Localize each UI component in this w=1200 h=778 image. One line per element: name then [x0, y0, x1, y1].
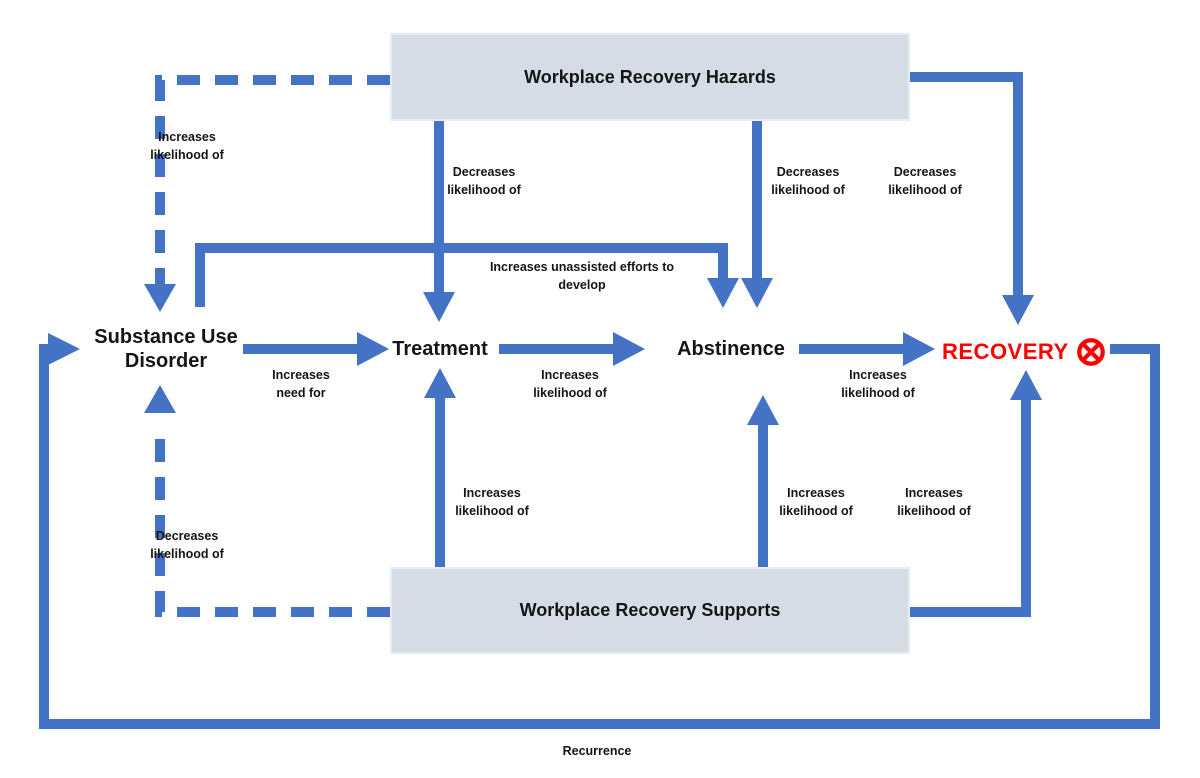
- label-recurrence: Recurrence: [562, 744, 632, 758]
- label-hazards-to-abstinence: Decreases likelihood of: [771, 165, 845, 197]
- node-recovery: RECOVERY: [942, 336, 1122, 368]
- node-treatment: Treatment: [392, 338, 488, 360]
- label-sud-to-treatment: Increases need for: [272, 368, 330, 400]
- label-sud-to-abstinence: Increases unassisted efforts to develop: [489, 260, 675, 292]
- label-abstinence-to-recovery: Increases likelihood of: [841, 368, 915, 400]
- label-supports-to-abstinence: Increases likelihood of: [779, 486, 853, 518]
- label-supports-to-recovery: Increases likelihood of: [897, 486, 971, 518]
- arrow-supports-to-abstinence: [747, 395, 779, 567]
- hazards-box-label: Workplace Recovery Hazards: [524, 66, 776, 87]
- arrow-hazards-to-sud-dashed: [144, 75, 390, 312]
- arrow-treatment-to-abstinence: [499, 332, 645, 366]
- node-substance-use-disorder: Substance Use Disorder: [94, 326, 238, 372]
- arrow-supports-to-treatment: [424, 368, 456, 567]
- recovery-label: RECOVERY: [942, 339, 1069, 364]
- arrow-supports-to-recovery: [909, 370, 1042, 617]
- arrow-recurrence-loop: [39, 333, 1160, 729]
- supports-box-label: Workplace Recovery Supports: [519, 600, 781, 620]
- arrow-abstinence-to-recovery: [799, 332, 935, 366]
- arrow-hazards-to-treatment: [423, 121, 455, 322]
- arrow-sud-to-treatment: [243, 332, 389, 366]
- node-abstinence: Abstinence: [677, 338, 785, 360]
- arrow-sud-to-abstinence: [195, 243, 739, 308]
- label-hazards-to-sud: Increases likelihood of: [150, 130, 224, 162]
- hazards-box: Workplace Recovery Hazards: [390, 33, 910, 121]
- label-hazards-to-recovery: Decreases likelihood of: [888, 165, 962, 197]
- label-treatment-to-abstinence: Increases likelihood of: [533, 368, 607, 400]
- arrow-hazards-to-recovery: [910, 72, 1034, 325]
- circle-x-icon: [1076, 338, 1105, 366]
- label-supports-to-treatment: Increases likelihood of: [455, 486, 529, 518]
- supports-box: Workplace Recovery Supports: [390, 567, 910, 654]
- arrow-supports-to-sud-dashed: [144, 385, 390, 617]
- arrow-hazards-to-abstinence: [741, 121, 773, 308]
- label-hazards-to-treatment: Decreases likelihood of: [447, 165, 521, 197]
- label-supports-to-sud: Decreases likelihood of: [150, 529, 224, 561]
